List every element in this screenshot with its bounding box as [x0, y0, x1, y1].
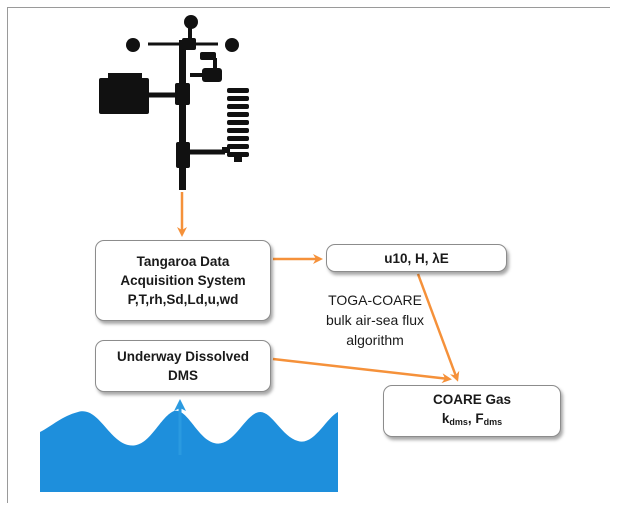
tangaroa-acquisition-box: Tangaroa Data Acquisition System P,T,rh,…: [95, 240, 271, 321]
f-subscript: dms: [483, 417, 503, 427]
f-symbol: F: [475, 411, 484, 426]
k-symbol: k: [441, 411, 450, 426]
algorithm-line-2: bulk air-sea flux: [325, 312, 425, 328]
arrow-dms-to-coare: [272, 357, 452, 384]
algorithm-line-1: TOGA-COARE: [328, 292, 422, 308]
frame-left-border: [7, 7, 8, 503]
tangaroa-line-3: P,T,rh,Sd,Ld,u,wd: [127, 292, 239, 307]
coare-gas-box: COARE Gas kdms, Fdms: [383, 385, 561, 437]
underway-dms-box: Underway Dissolved DMS: [95, 340, 271, 392]
dms-line-1: Underway Dissolved: [116, 349, 250, 364]
frame-top-border: [7, 7, 610, 8]
tangaroa-line-2: Acquisition System: [120, 273, 246, 288]
u10-flux-box: u10, H, λE: [326, 244, 507, 272]
u10-label: u10, H, λE: [384, 250, 449, 266]
algorithm-line-3: algorithm: [346, 332, 404, 348]
arrow-u10-to-coare: [416, 273, 460, 382]
tangaroa-line-1: Tangaroa Data: [136, 254, 230, 269]
weather-station-icon: [99, 15, 249, 190]
k-subscript: dms: [449, 417, 468, 427]
coare-separator: ,: [467, 411, 476, 426]
coare-line-2: kdms, Fdms: [442, 409, 502, 432]
toga-coare-algorithm-label: TOGA-COARE bulk air-sea flux algorithm: [295, 290, 455, 350]
sea-waves-icon: [40, 410, 338, 492]
dms-line-2: DMS: [168, 368, 198, 383]
coare-line-1: COARE Gas: [432, 392, 512, 407]
